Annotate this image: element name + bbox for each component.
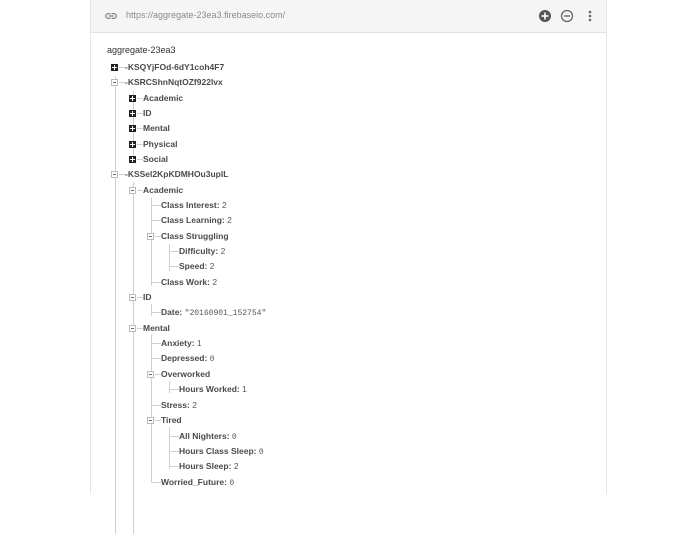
tree-leaf[interactable]: All Nighters: 0 [169,429,237,444]
tree-node[interactable]: Social [129,152,168,167]
collapse-icon[interactable] [111,171,118,178]
tree-leaf[interactable]: Difficulty: 2 [169,244,225,259]
tree-node[interactable]: Academic [129,91,183,106]
expand-icon[interactable] [129,125,136,132]
tree-line [151,198,152,286]
remove-circle-icon[interactable] [560,9,574,23]
tree-leaf[interactable]: Date: "20160901_152754" [151,305,266,320]
tree-leaf[interactable]: Class Learning: 2 [151,213,232,228]
tree-line [169,427,170,469]
tree-root[interactable]: aggregate-23ea3 [107,45,176,55]
tree-leaf[interactable]: Class Work: 2 [151,275,217,290]
collapse-icon[interactable] [147,371,154,378]
collapse-icon[interactable] [111,79,118,86]
link-icon [105,13,117,19]
tree-line [151,304,152,316]
tree-node[interactable]: Class Struggling [147,229,229,244]
tree-leaf[interactable]: Anxiety: 1 [151,336,202,351]
tree-leaf[interactable]: Hours Worked: 1 [169,382,247,397]
expand-icon[interactable] [129,156,136,163]
tree-leaf[interactable]: Hours Class Sleep: 0 [169,444,264,459]
tree-line [115,76,116,534]
tree-leaf[interactable]: Worried_Future: 0 [151,475,234,490]
database-url[interactable]: https://aggregate-23ea3.firebaseio.com/ [126,10,286,20]
expand-icon[interactable] [129,95,136,102]
tree-node[interactable]: Physical [129,137,178,152]
tree-node[interactable]: Overworked [147,367,210,382]
tree-node[interactable]: Mental [129,121,170,136]
collapse-icon[interactable] [129,294,136,301]
tree-node[interactable]: Mental [129,321,170,336]
tree-node[interactable]: ID [129,106,152,121]
expand-icon[interactable] [111,64,118,71]
expand-icon[interactable] [129,110,136,117]
tree-node[interactable]: ID [129,290,152,305]
tree-leaf[interactable]: Speed: 2 [169,259,214,274]
collapse-icon[interactable] [129,187,136,194]
collapse-icon[interactable] [147,233,154,240]
expand-icon[interactable] [129,141,136,148]
tree-leaf[interactable]: Stress: 2 [151,398,197,413]
add-circle-icon[interactable] [538,9,552,23]
tree-leaf[interactable]: Depressed: 0 [151,351,215,366]
collapse-icon[interactable] [147,417,154,424]
tree-node[interactable]: -KSRCShnNqtOZf922lvx [111,75,223,90]
collapse-icon[interactable] [129,325,136,332]
database-panel: https://aggregate-23ea3.firebaseio.com/ … [90,0,607,534]
tree-line [169,381,170,393]
tree-leaf[interactable]: Hours Sleep: 2 [169,459,239,474]
tree-node[interactable]: Academic [129,183,183,198]
tree-leaf[interactable]: Class Interest: 2 [151,198,227,213]
tree-node[interactable]: Tired [147,413,182,428]
tree-line [133,182,134,534]
more-vert-icon[interactable] [583,9,597,23]
tree-line [169,244,170,271]
tree-node[interactable]: -KSSel2KpKDMHOu3uplL [111,167,228,182]
tree-line [151,335,152,483]
url-bar: https://aggregate-23ea3.firebaseio.com/ [91,0,606,33]
tree-node[interactable]: -KSQYjFOd-6dY1coh4F7 [111,60,224,75]
